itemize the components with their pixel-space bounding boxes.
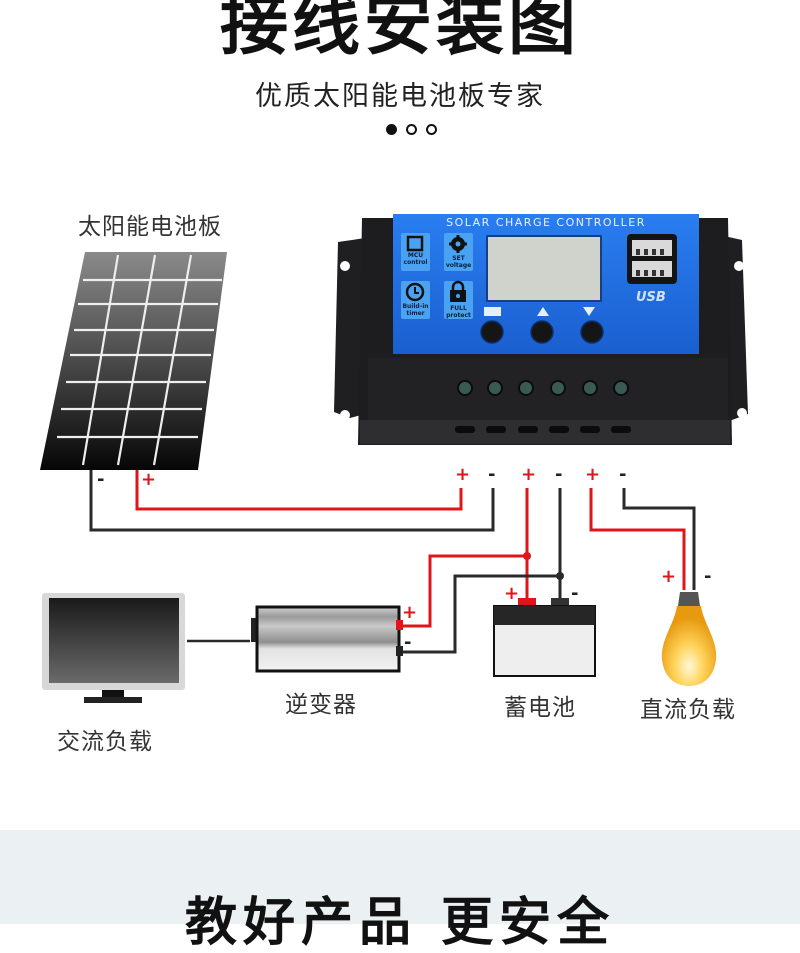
- feature-full-protect: FULL protect: [444, 305, 473, 319]
- solar-panel-label: 太阳能电池板: [78, 214, 222, 240]
- menu-glyph-icon: [484, 307, 501, 316]
- inverter-positive-label: +: [402, 602, 418, 623]
- inverter: [251, 605, 403, 673]
- battery: [493, 598, 596, 677]
- feature-line: SET: [452, 255, 465, 262]
- feature-line: voltage: [445, 262, 472, 269]
- junction-negative: [556, 572, 564, 580]
- terminal-solar-negative: -: [488, 464, 496, 485]
- feature-line: protect: [446, 312, 471, 319]
- battery-negative-label: -: [571, 583, 579, 604]
- terminal-screws: [457, 380, 629, 396]
- dc-load-negative-label: -: [704, 566, 712, 587]
- carousel-dot-1[interactable]: [386, 124, 397, 135]
- page-subtitle: 优质太阳能电池板专家: [255, 81, 545, 112]
- feature-mcu-control: MCU control: [401, 252, 430, 266]
- solar-panel: [40, 252, 227, 470]
- lock-icon: [450, 280, 466, 302]
- terminal-battery-negative: -: [555, 464, 563, 485]
- controller-brand-text: SOLAR CHARGE CONTROLLER: [446, 216, 646, 229]
- feature-set-voltage: SET voltage: [444, 255, 473, 269]
- wire-solar-negative: [89, 470, 495, 532]
- junction-positive: [523, 552, 531, 560]
- wiring-diagram: [40, 214, 748, 703]
- ac-load-monitor: [42, 593, 185, 703]
- feature-build-in-timer: Build-in timer: [401, 303, 430, 317]
- carousel-dot-2[interactable]: [406, 124, 417, 135]
- carousel-indicator: [386, 124, 437, 135]
- inverter-negative-label: -: [404, 632, 412, 653]
- terminal-battery-positive: +: [521, 464, 537, 485]
- wires: [89, 470, 696, 654]
- controller-up-button: [530, 320, 554, 344]
- down-arrow-icon: [583, 307, 595, 316]
- solar-charge-controller: [334, 214, 748, 445]
- feature-line: control: [403, 259, 428, 266]
- clock-icon: [405, 282, 425, 302]
- terminal-solar-positive: +: [455, 464, 471, 485]
- dc-load-bulb: [661, 592, 717, 686]
- usb-label: USB: [636, 290, 666, 305]
- footer-band: [0, 830, 800, 924]
- feature-line: Build-in: [402, 303, 429, 310]
- battery-label: 蓄电池: [504, 695, 576, 721]
- gear-icon: [449, 235, 467, 253]
- footer-title: 教好产品 更安全: [184, 893, 616, 953]
- terminal-load-positive: +: [585, 464, 601, 485]
- terminal-load-negative: -: [619, 464, 627, 485]
- wire-load-negative: [622, 488, 696, 590]
- battery-positive-label: +: [504, 583, 520, 604]
- solar-positive-label: +: [141, 469, 157, 490]
- feature-line: MCU: [407, 252, 424, 259]
- ac-load-label: 交流负载: [57, 729, 153, 755]
- dc-load-label: 直流负载: [640, 697, 736, 723]
- wire-load-positive: [589, 488, 686, 590]
- carousel-dot-3[interactable]: [426, 124, 437, 135]
- chip-icon: [406, 235, 424, 252]
- inverter-label: 逆变器: [285, 692, 357, 718]
- wire-inverter-positive: [402, 554, 527, 628]
- up-arrow-icon: [537, 307, 549, 316]
- solar-negative-label: -: [97, 469, 105, 490]
- controller-menu-button: [480, 320, 504, 344]
- wire-inverter-negative: [402, 574, 560, 654]
- wire-solar-positive: [135, 470, 463, 511]
- feature-line: timer: [406, 310, 425, 317]
- feature-line: FULL: [450, 305, 467, 312]
- page-title: 接线安装图: [219, 0, 580, 65]
- dc-load-positive-label: +: [661, 566, 677, 587]
- controller-down-button: [580, 320, 604, 344]
